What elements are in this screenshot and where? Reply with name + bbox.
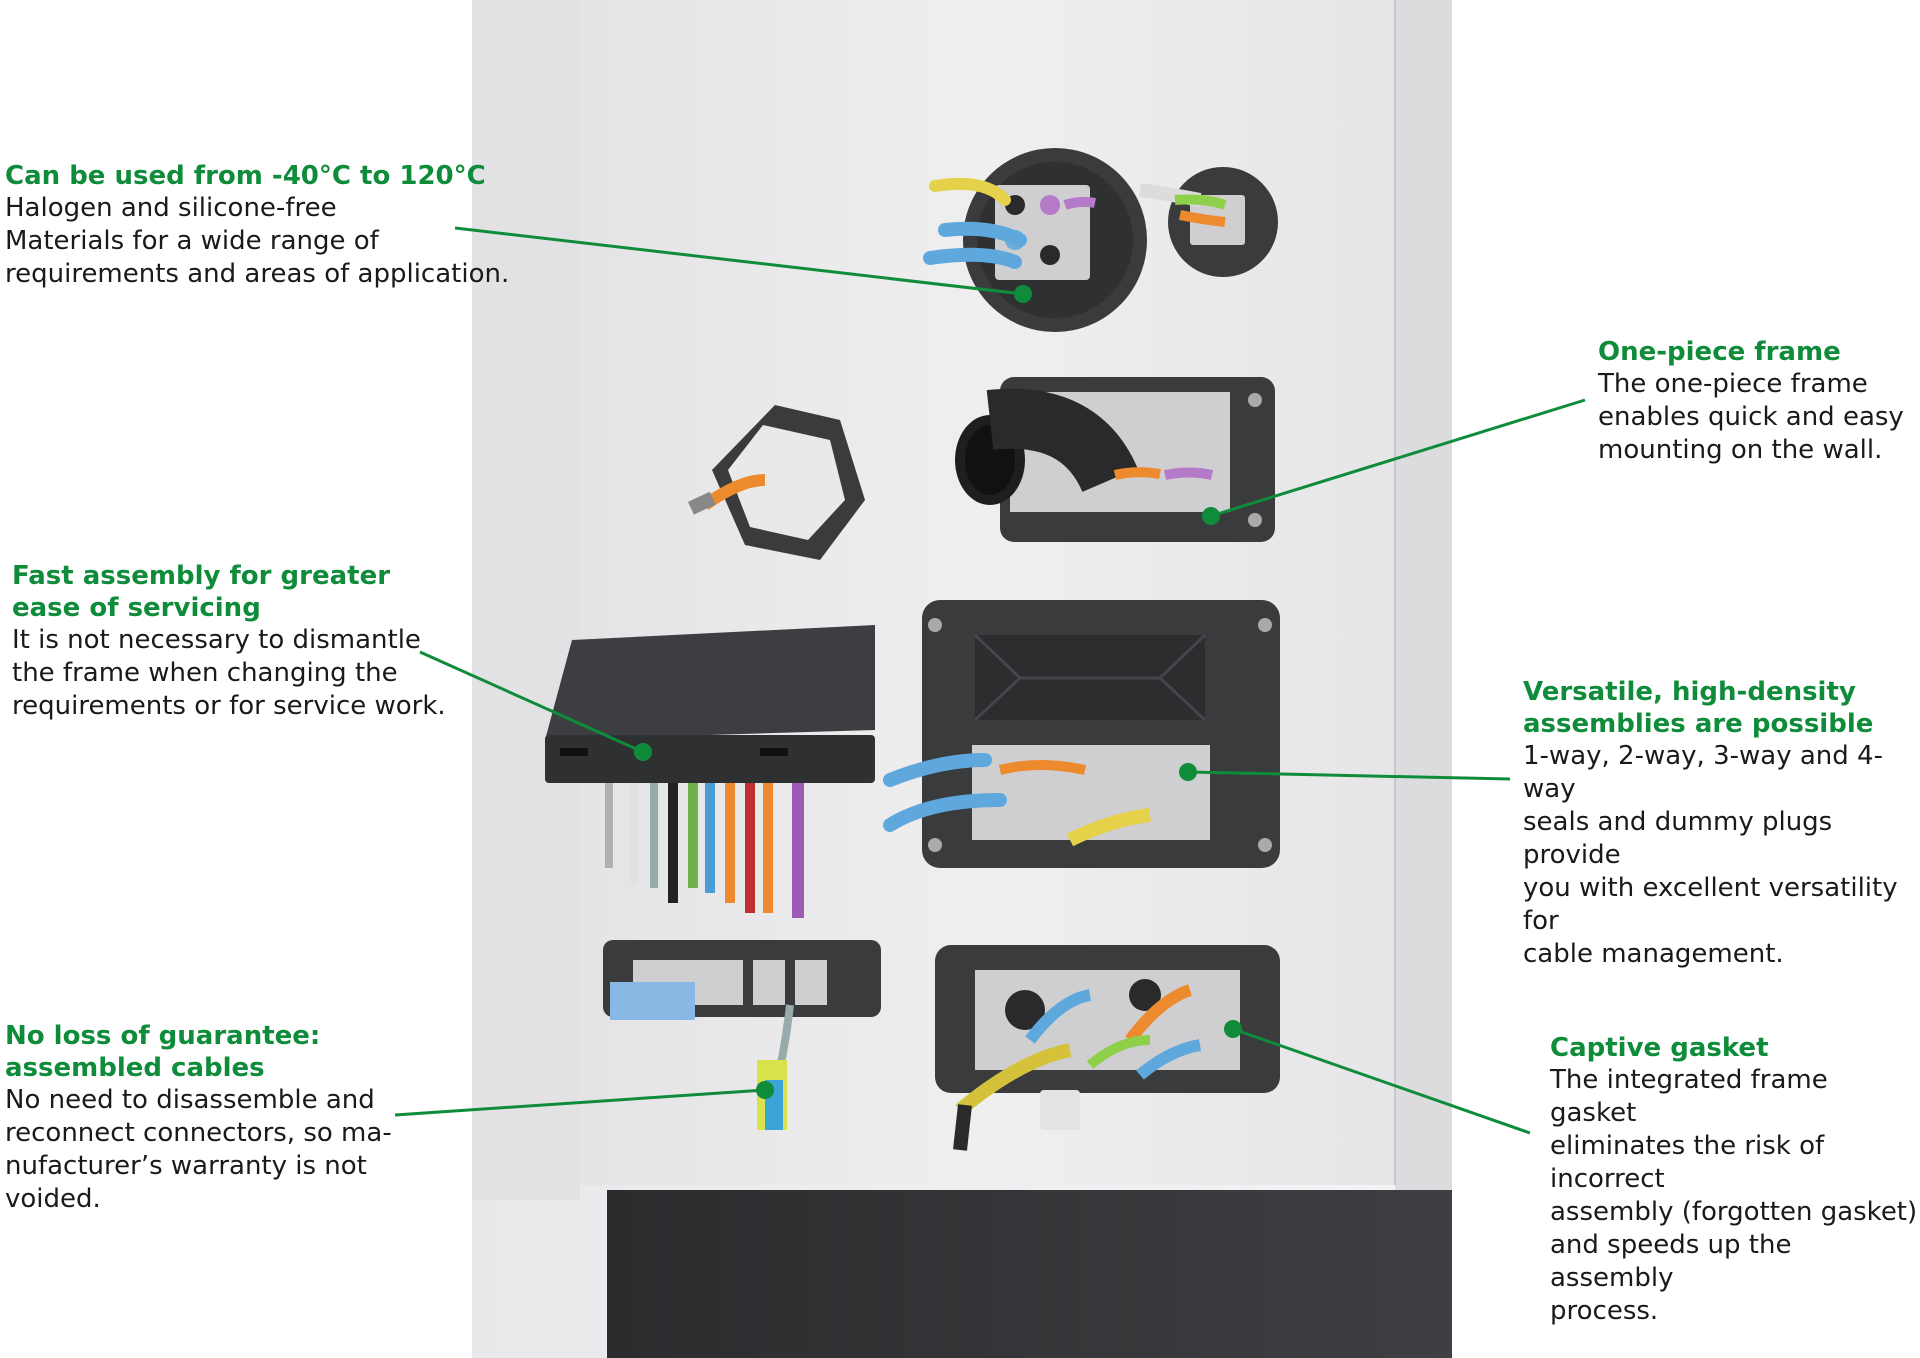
callout-one-piece-frame: One-piece frame The one-piece frame enab… xyxy=(1598,336,1904,467)
callout-guarantee: No loss of guarantee: assembled cables N… xyxy=(5,1020,392,1216)
callout-one-piece-title: One-piece frame xyxy=(1598,337,1841,367)
callout-captive-line-1: The integrated frame gasket xyxy=(1550,1065,1828,1128)
callout-temperature: Can be used from -40°C to 120°C Halogen … xyxy=(5,160,509,291)
callout-guarantee-title-1: No loss of guarantee: xyxy=(5,1021,321,1051)
callout-guarantee-line-3: nufacturer’s warranty is not xyxy=(5,1151,367,1181)
callout-temperature-line-3: requirements and areas of application. xyxy=(5,259,510,289)
captive-gasket-frame xyxy=(935,945,1280,1151)
callout-captive-line-2: eliminates the risk of incorrect xyxy=(1550,1131,1825,1194)
split-frame-small xyxy=(603,940,881,1130)
callout-temperature-line-1: Halogen and silicone-free xyxy=(5,193,337,223)
callout-guarantee-line-2: reconnect connectors, so ma- xyxy=(5,1118,392,1148)
callout-fast-assembly-line-2: the frame when changing the xyxy=(12,658,398,688)
cabinet-base xyxy=(607,1190,1452,1358)
callout-captive-gasket: Captive gasket The integrated frame gask… xyxy=(1550,1032,1920,1328)
leader-dots xyxy=(634,285,1242,1099)
cabinet-side-panel xyxy=(472,0,580,1200)
leader-lines xyxy=(394,226,1586,1135)
single-entry-gland xyxy=(687,405,865,560)
callout-versatile-line-3: you with excellent versatility for xyxy=(1523,873,1898,936)
callout-versatile: Versatile, high-density assemblies are p… xyxy=(1523,676,1920,971)
callout-temperature-title: Can be used from -40°C to 120°C xyxy=(5,161,486,191)
callout-versatile-line-1: 1-way, 2-way, 3-way and 4-way xyxy=(1523,741,1883,804)
cabinet-right-edge xyxy=(1395,0,1452,1225)
callout-fast-assembly-title-1: Fast assembly for greater xyxy=(12,561,391,591)
callout-one-piece-line-2: enables quick and easy xyxy=(1598,402,1904,432)
callout-captive-line-5: process. xyxy=(1550,1296,1659,1326)
callout-versatile-line-4: cable management. xyxy=(1523,939,1784,969)
callout-versatile-line-2: seals and dummy plugs provide xyxy=(1523,807,1833,870)
hood-frame xyxy=(545,625,875,918)
round-cable-gland-small xyxy=(1139,167,1278,277)
callout-versatile-title-1: Versatile, high-density xyxy=(1523,677,1856,707)
one-piece-frame xyxy=(955,377,1275,542)
high-density-frame xyxy=(883,600,1280,868)
callout-captive-line-4: and speeds up the assembly xyxy=(1550,1230,1792,1293)
callout-one-piece-line-3: mounting on the wall. xyxy=(1598,435,1883,465)
callout-versatile-title-2: assemblies are possible xyxy=(1523,709,1874,739)
callout-guarantee-line-1: No need to disassemble and xyxy=(5,1085,375,1115)
callout-fast-assembly-line-1: It is not necessary to dismantle xyxy=(12,625,421,655)
callout-fast-assembly: Fast assembly for greater ease of servic… xyxy=(12,560,446,723)
callout-guarantee-line-4: voided. xyxy=(5,1184,101,1214)
callout-fast-assembly-title-2: ease of servicing xyxy=(12,593,261,623)
callout-captive-line-3: assembly (forgotten gasket) xyxy=(1550,1197,1918,1227)
callout-guarantee-title-2: assembled cables xyxy=(5,1053,265,1083)
callout-captive-title: Captive gasket xyxy=(1550,1033,1769,1063)
round-cable-gland-large xyxy=(923,148,1147,332)
callout-one-piece-line-1: The one-piece frame xyxy=(1598,369,1868,399)
callout-temperature-line-2: Materials for a wide range of xyxy=(5,226,379,256)
callout-fast-assembly-line-3: requirements or for service work. xyxy=(12,691,446,721)
